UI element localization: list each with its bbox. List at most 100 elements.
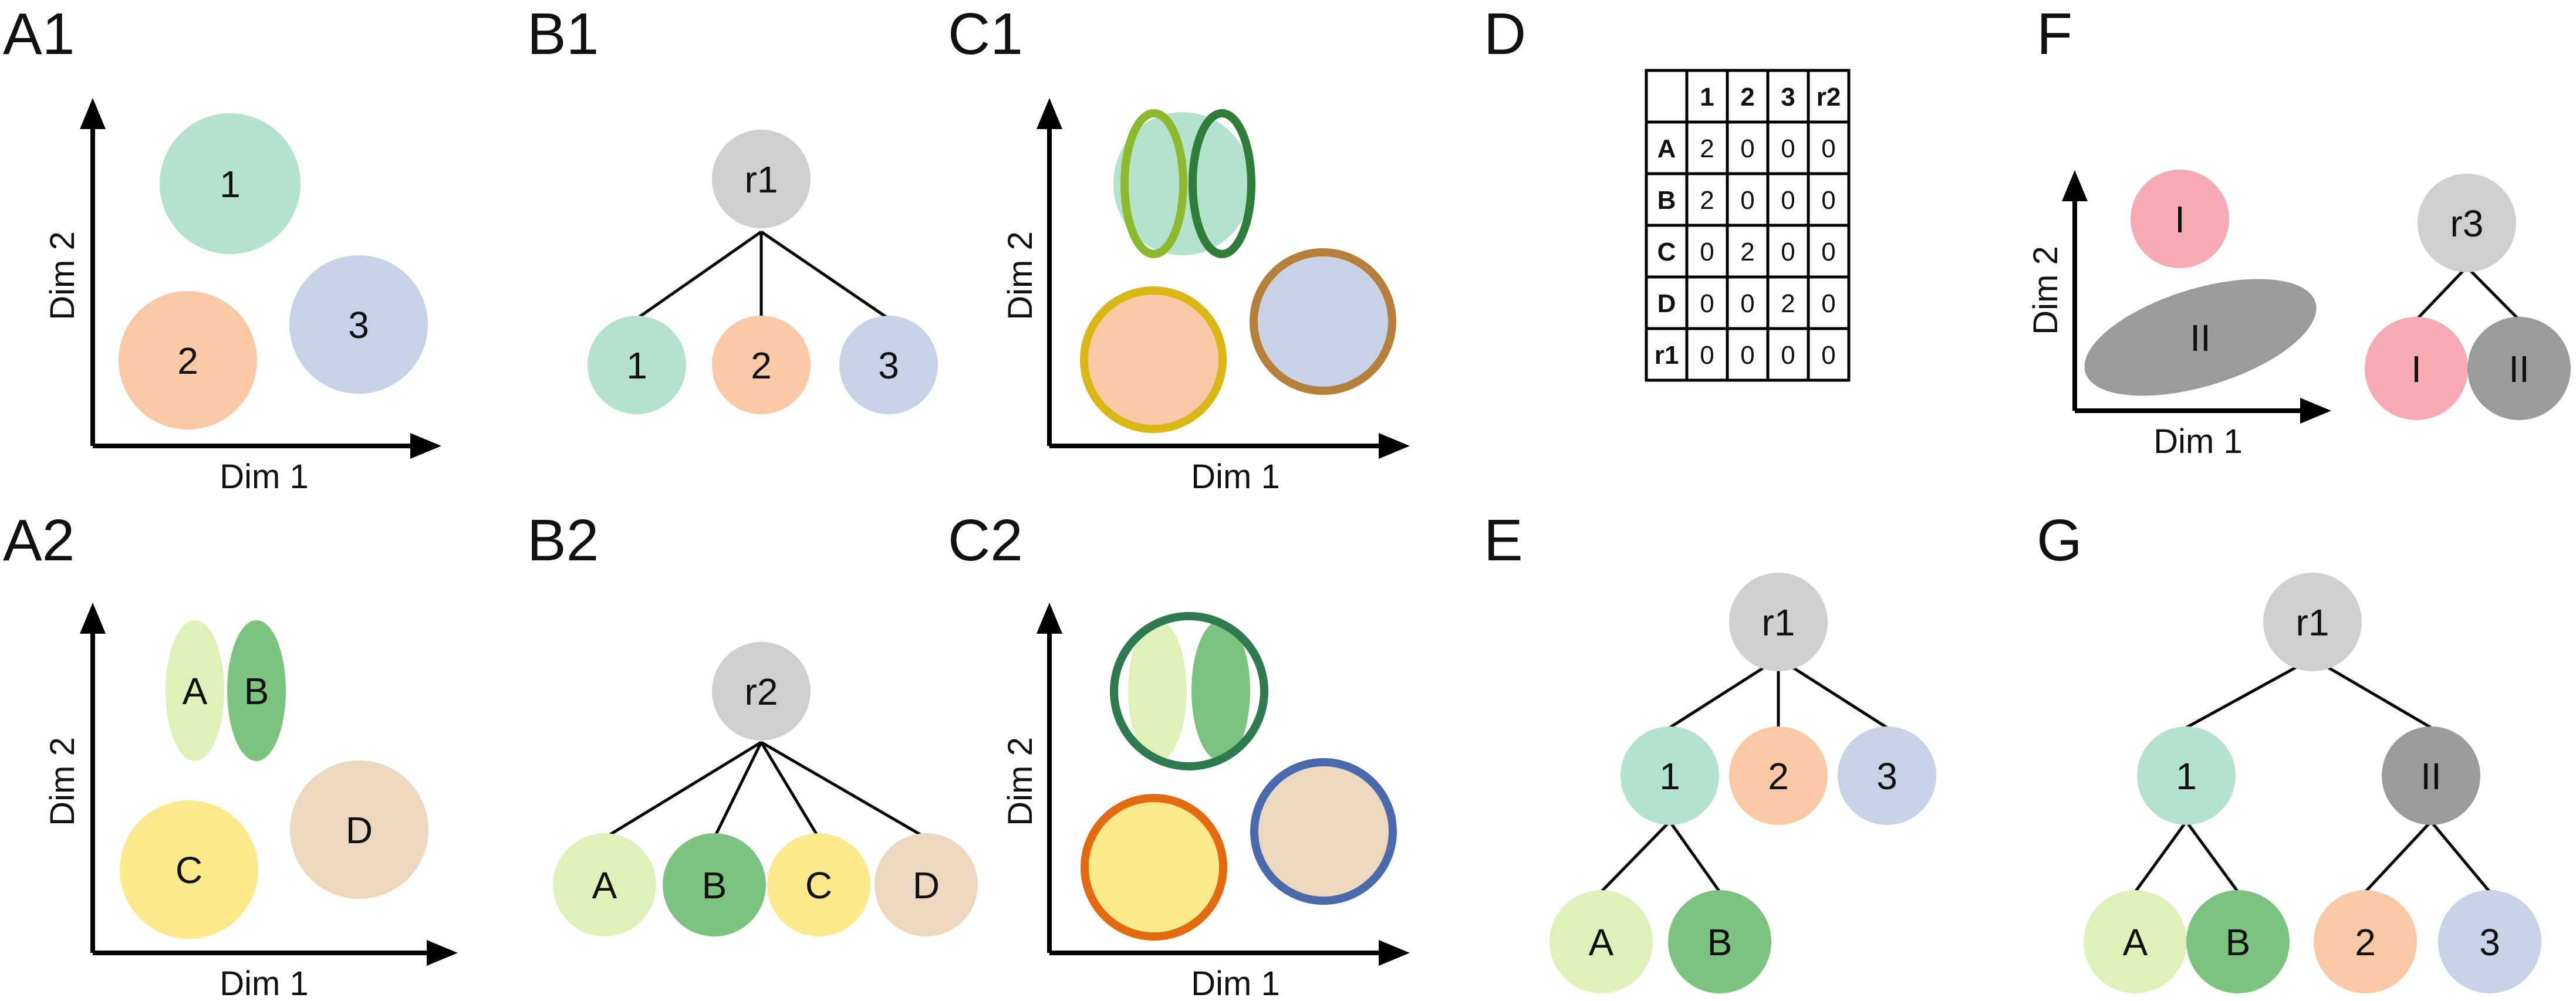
e-node-b xyxy=(1668,890,1771,993)
e-node-a-label: A xyxy=(1589,921,1614,963)
b2-edge-r2-b xyxy=(713,741,763,839)
f-scatter-ii xyxy=(2084,279,2317,396)
b2-node-d xyxy=(875,833,978,936)
a2-x-arrow-icon xyxy=(427,940,458,966)
a2-cluster-d xyxy=(290,760,428,899)
a2-cluster-b xyxy=(227,620,286,761)
f-x-axis-label: Dim 1 xyxy=(2153,422,2242,461)
g-edge-ii-2 xyxy=(2364,820,2432,893)
g-node-ii xyxy=(2382,726,2480,825)
b1-edge-r1-3 xyxy=(760,230,890,320)
b2-edge-r2-a xyxy=(603,740,762,840)
f-node-ii-label: II xyxy=(2509,348,2530,390)
g-edge-1-a xyxy=(2133,820,2188,893)
e-node-r1-label: r1 xyxy=(1762,601,1795,644)
matrix-cell: 0 xyxy=(1700,289,1714,318)
b2-node-c xyxy=(767,833,870,936)
a2-x-axis-label: Dim 1 xyxy=(220,965,308,1001)
matrix-row-header: D xyxy=(1657,289,1676,318)
panel-b2: B2 r2 A B C D xyxy=(527,508,978,936)
matrix-cell: 0 xyxy=(1781,134,1795,163)
c2-y-arrow-icon xyxy=(1037,603,1062,634)
c1-x-axis-label: Dim 1 xyxy=(1191,458,1279,496)
a2-cluster-c-label: C xyxy=(175,849,202,891)
a2-cluster-a-label: A xyxy=(183,670,208,712)
e-edge-1-a xyxy=(1600,820,1671,893)
panel-label-c2: C2 xyxy=(948,508,1023,573)
panel-a1: A1 Dim 1 Dim 2 1 2 3 xyxy=(3,1,441,496)
b2-node-a xyxy=(553,833,656,936)
g-node-a xyxy=(2084,890,2187,993)
c1-cluster-3 xyxy=(1250,248,1396,395)
f-edge-r3-ii xyxy=(2466,266,2520,321)
a1-cluster-2-label: 2 xyxy=(177,340,198,382)
a1-x-arrow-icon xyxy=(410,433,441,459)
matrix-col-header: 2 xyxy=(1740,83,1754,111)
matrix-row-header: B xyxy=(1657,186,1676,215)
panel-label-f: F xyxy=(2037,1,2072,67)
f-x-arrow-icon xyxy=(2300,398,2331,424)
b2-node-r2 xyxy=(712,642,811,740)
b1-node-1-label: 1 xyxy=(626,344,647,387)
matrix-cell: 0 xyxy=(1781,186,1795,215)
b2-node-b xyxy=(663,833,766,936)
a2-cluster-d-label: D xyxy=(346,809,373,851)
b2-node-d-label: D xyxy=(913,864,940,907)
f-scatter-ii-label: II xyxy=(2190,317,2211,359)
matrix-cell: 0 xyxy=(1700,341,1714,370)
g-node-3 xyxy=(2438,890,2541,993)
g-node-r1 xyxy=(2263,573,2362,671)
b1-node-r1 xyxy=(712,130,811,228)
f-node-r3-label: r3 xyxy=(2450,202,2484,245)
matrix-cell: 0 xyxy=(1740,186,1754,215)
c1-y-axis-label: Dim 2 xyxy=(1001,231,1039,320)
matrix-cell: 0 xyxy=(1781,238,1795,266)
e-node-2-label: 2 xyxy=(1768,755,1789,797)
matrix-cell: 0 xyxy=(1781,341,1795,370)
matrix-cell: 2 xyxy=(1700,186,1714,215)
a2-cluster-a xyxy=(166,620,224,761)
e-node-r1 xyxy=(1729,573,1828,671)
b1-node-2 xyxy=(712,316,811,414)
b2-edge-r2-d xyxy=(760,740,927,840)
matrix-col-header: 1 xyxy=(1700,83,1714,111)
g-node-ii-label: II xyxy=(2420,755,2442,797)
panel-label-b2: B2 xyxy=(527,508,599,573)
panel-label-a2: A2 xyxy=(3,508,75,573)
a2-y-arrow-icon xyxy=(80,603,106,634)
matrix-cell: 0 xyxy=(1821,134,1835,163)
c2-cluster-b xyxy=(1191,620,1250,761)
e-node-1-label: 1 xyxy=(1659,755,1680,797)
c2-cluster-c xyxy=(1081,794,1227,941)
e-edge-r1-1 xyxy=(1669,657,1780,729)
c2-cluster-a xyxy=(1128,620,1187,761)
c2-x-arrow-icon xyxy=(1379,940,1410,966)
b2-node-c-label: C xyxy=(805,864,832,907)
b1-node-2-label: 2 xyxy=(751,344,772,387)
b2-node-b-label: B xyxy=(702,864,727,907)
c1-y-arrow-icon xyxy=(1037,98,1062,129)
c2-ring-1 xyxy=(1110,612,1268,770)
panel-c2: C2 Dim 1 Dim 2 xyxy=(948,508,1410,1001)
g-node-1-label: 1 xyxy=(2176,755,2197,797)
f-edge-r3-i xyxy=(2415,266,2468,321)
panel-f: F Dim 1 Dim 2 I II r3 I II xyxy=(2027,1,2571,461)
f-node-i-label: I xyxy=(2411,348,2422,390)
f-scatter-i xyxy=(2131,170,2229,268)
e-node-2 xyxy=(1729,726,1828,825)
panel-c1: C1 Dim 1 Dim 2 xyxy=(948,1,1410,496)
a2-cluster-c xyxy=(120,800,258,939)
a2-cluster-b-label: B xyxy=(244,670,269,712)
f-node-i xyxy=(2365,317,2468,420)
g-node-1 xyxy=(2137,726,2236,825)
g-node-b-label: B xyxy=(2226,921,2251,963)
a1-y-arrow-icon xyxy=(80,98,106,129)
c1-cluster-2 xyxy=(1080,286,1227,433)
matrix-col-header: r2 xyxy=(1817,83,1841,111)
a2-y-axis-label: Dim 2 xyxy=(43,737,82,826)
a1-cluster-1-label: 1 xyxy=(220,163,241,205)
panel-label-c1: C1 xyxy=(948,1,1023,67)
matrix-cell: 0 xyxy=(1740,341,1754,370)
